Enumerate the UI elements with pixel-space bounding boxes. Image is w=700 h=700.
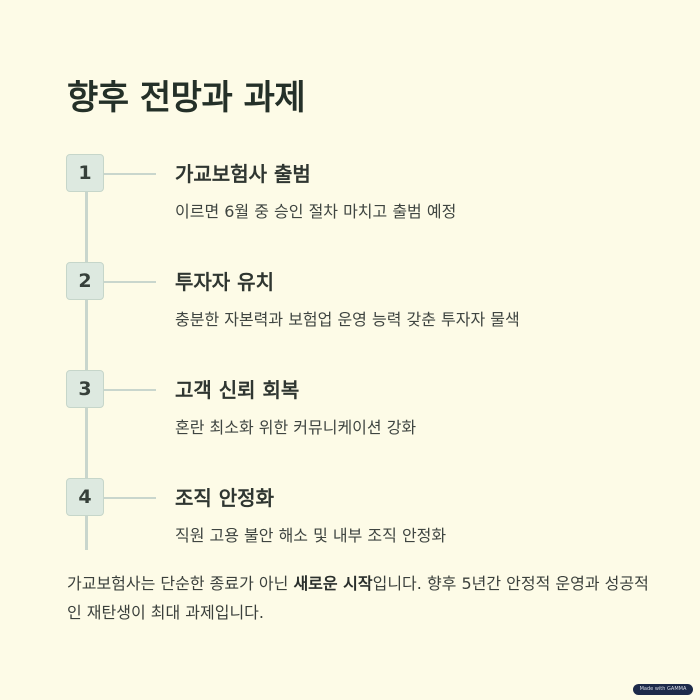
timeline-step-3: 3 고객 신뢰 회복 혼란 최소화 위한 커뮤니케이션 강화 (0, 370, 700, 440)
summary-text: 입니다. 향후 5년간 안정적 운영과 성공적인 재탄생이 최대 과제입니다. (67, 574, 649, 622)
made-with-gamma-badge[interactable]: Made with GAMMA (633, 684, 693, 695)
summary-text: 가교보험사는 단순한 종료가 아닌 (67, 574, 294, 593)
step-connector (104, 281, 156, 283)
step-connector (104, 389, 156, 391)
step-title: 투자자 유치 (175, 270, 274, 294)
step-title: 조직 안정화 (175, 486, 274, 510)
timeline-step-4: 4 조직 안정화 직원 고용 불안 해소 및 내부 조직 안정화 (0, 478, 700, 548)
step-title: 가교보험사 출범 (175, 162, 311, 186)
step-description: 충분한 자본력과 보험업 운영 능력 갖춘 투자자 물색 (175, 310, 520, 329)
step-connector (104, 497, 156, 499)
step-title: 고객 신뢰 회복 (175, 378, 300, 402)
step-number-box: 4 (66, 478, 104, 516)
timeline-step-2: 2 투자자 유치 충분한 자본력과 보험업 운영 능력 갖춘 투자자 물색 (0, 262, 700, 332)
timeline-step-1: 1 가교보험사 출범 이르면 6월 중 승인 절차 마치고 출범 예정 (0, 154, 700, 224)
step-number-box: 1 (66, 154, 104, 192)
summary-paragraph: 가교보험사는 단순한 종료가 아닌 새로운 시작입니다. 향후 5년간 안정적 … (67, 569, 657, 627)
step-description: 혼란 최소화 위한 커뮤니케이션 강화 (175, 418, 417, 437)
page-title: 향후 전망과 과제 (67, 78, 306, 118)
step-description: 이르면 6월 중 승인 절차 마치고 출범 예정 (175, 202, 457, 221)
timeline-line (85, 160, 88, 550)
step-number-box: 3 (66, 370, 104, 408)
step-number-box: 2 (66, 262, 104, 300)
step-description: 직원 고용 불안 해소 및 내부 조직 안정화 (175, 526, 447, 545)
step-connector (104, 173, 156, 175)
summary-highlight: 새로운 시작 (293, 574, 373, 593)
